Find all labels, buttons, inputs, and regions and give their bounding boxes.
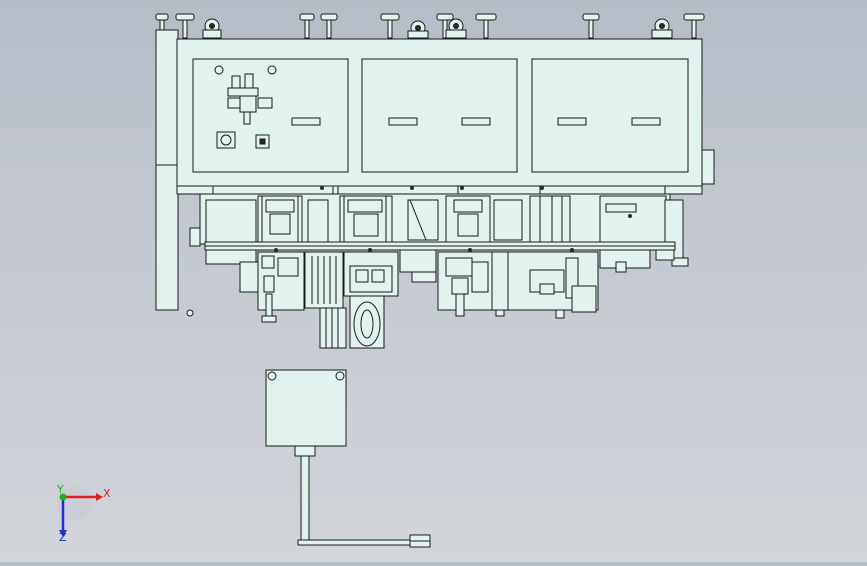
power-switch-icon[interactable] <box>255 134 270 149</box>
motor-unit <box>304 251 347 349</box>
axis-triad: X Y Z <box>56 483 111 544</box>
access-panel-middle <box>361 58 518 173</box>
foot-pedal-icon[interactable] <box>409 534 431 548</box>
y-axis-label: Y <box>56 483 64 496</box>
station-4 <box>529 195 571 243</box>
x-axis-label: X <box>103 487 111 500</box>
valve-assembly <box>227 73 273 125</box>
fastener-details <box>274 186 632 252</box>
reel-unit <box>343 251 399 349</box>
emergency-stop-icon[interactable] <box>216 131 236 149</box>
station-3 <box>445 195 491 243</box>
z-axis-label: Z <box>59 531 67 544</box>
caster-wheels <box>202 18 673 39</box>
auxiliary-control-box <box>265 369 411 546</box>
y-axis-dot <box>59 493 67 501</box>
station-1 <box>257 195 303 243</box>
control-panel-left <box>192 58 349 173</box>
station-2 <box>339 195 393 243</box>
cutter-unit <box>437 251 509 317</box>
access-panel-right <box>531 58 689 173</box>
leveling-feet <box>155 13 705 39</box>
